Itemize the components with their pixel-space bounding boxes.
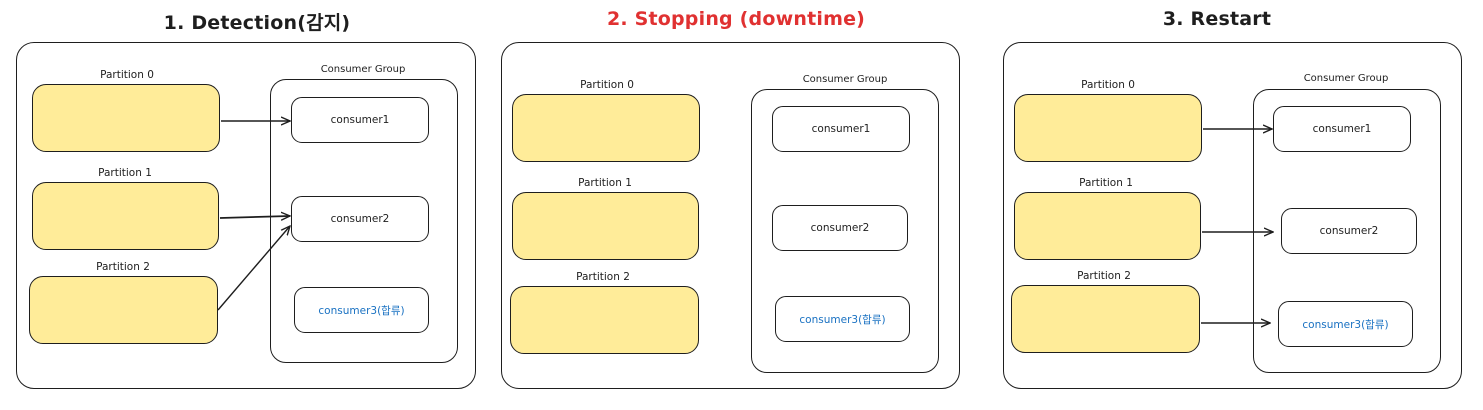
- panel-1-title: 1. Detection(감지): [163, 12, 351, 34]
- consumer-2: consumer2: [772, 205, 908, 251]
- partition-0-label: Partition 0: [1081, 79, 1135, 91]
- partition-1: [1014, 192, 1201, 260]
- panel-2: [501, 42, 960, 389]
- arrow-p1-to-consumer2: [219, 216, 290, 218]
- consumer-group: [270, 79, 458, 363]
- partition-1: [32, 182, 219, 250]
- arrow-p2-to-consumer2: [217, 226, 290, 311]
- partition-0: [1014, 94, 1202, 162]
- panel-3-title: 3. Restart: [1162, 8, 1272, 30]
- partition-2: [29, 276, 218, 344]
- consumer-3: consumer3(합류): [775, 296, 910, 342]
- consumer-3: consumer3(합류): [294, 287, 429, 333]
- consumer-3: consumer3(합류): [1278, 301, 1413, 347]
- partition-2-label: Partition 2: [96, 261, 150, 273]
- partition-0-label: Partition 0: [100, 69, 154, 81]
- partition-0: [32, 84, 220, 152]
- consumer-group: [751, 89, 939, 373]
- partition-1-label: Partition 1: [98, 167, 152, 179]
- consumer-2: consumer2: [291, 196, 429, 242]
- panel-1: [16, 42, 476, 389]
- partition-1-label: Partition 1: [1079, 177, 1133, 189]
- consumer-group-label: Consumer Group: [802, 74, 888, 85]
- consumer-group-label: Consumer Group: [320, 64, 406, 75]
- partition-2-label: Partition 2: [576, 271, 630, 283]
- partition-0: [512, 94, 700, 162]
- consumer-1: consumer1: [772, 106, 910, 152]
- consumer-2: consumer2: [1281, 208, 1417, 254]
- panel-3: [1003, 42, 1462, 389]
- panel-2-title: 2. Stopping (downtime): [606, 8, 866, 30]
- partition-0-label: Partition 0: [580, 79, 634, 91]
- partition-2: [510, 286, 699, 354]
- consumer-group: [1253, 89, 1441, 373]
- partition-2: [1011, 285, 1200, 353]
- consumer-1: consumer1: [1273, 106, 1411, 152]
- partition-1: [512, 192, 699, 260]
- partition-1-label: Partition 1: [578, 177, 632, 189]
- consumer-group-label: Consumer Group: [1303, 73, 1389, 84]
- consumer-1: consumer1: [291, 97, 429, 143]
- partition-2-label: Partition 2: [1077, 270, 1131, 282]
